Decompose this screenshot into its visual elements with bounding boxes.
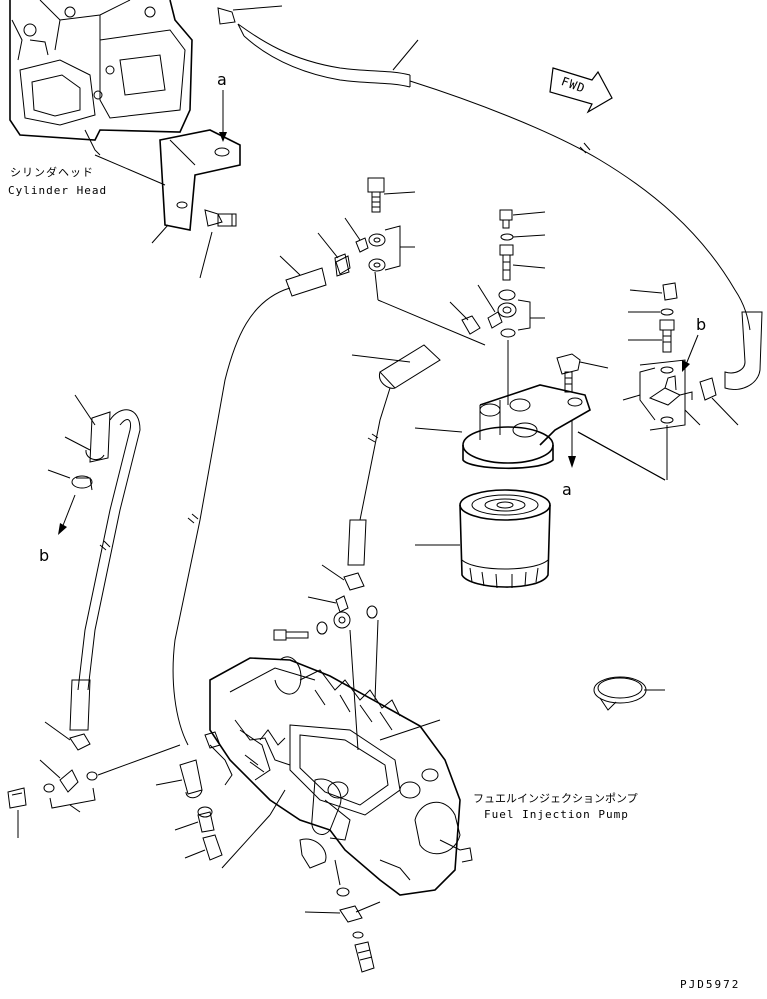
fuel-pump-label-en: Fuel Injection Pump (484, 808, 629, 821)
return-pipe (172, 253, 350, 746)
drawing-number: PJD5972 (680, 978, 741, 991)
fuel-pump-label-jp: フュエルインジェクションポンプ (473, 792, 638, 805)
bracket-bolt (204, 209, 237, 227)
ref-b-left: b (39, 546, 50, 565)
left-lower-fittings (7, 733, 98, 809)
right-tee-assembly (639, 282, 717, 431)
cylinder-head-label-jp: シリンダヘッド (10, 166, 94, 179)
fuel-injection-pump (204, 656, 473, 896)
left-return-hose (69, 409, 141, 731)
cylinder-head (9, 0, 193, 156)
fuel-filter-head (462, 384, 591, 470)
filter-head-fasteners (461, 209, 531, 338)
fuel-filter-cartridge (459, 489, 551, 589)
ref-a-mid: a (562, 480, 572, 499)
middle-hose (347, 344, 441, 566)
filter-head-bolt (556, 353, 581, 393)
pump-side-fittings (179, 759, 223, 861)
left-hose-clamp (71, 475, 93, 491)
ref-a-top: a (217, 70, 227, 89)
pump-top-fittings (273, 572, 378, 641)
bracket (159, 129, 241, 231)
cylinder-head-label-en: Cylinder Head (8, 184, 108, 197)
pump-bottom-fittings (336, 887, 381, 973)
hose-band (593, 676, 647, 711)
return-hose-top (217, 7, 763, 390)
bolt-stack-upper (335, 177, 416, 275)
ref-b-right: b (696, 315, 707, 334)
fwd-arrow (549, 67, 613, 114)
